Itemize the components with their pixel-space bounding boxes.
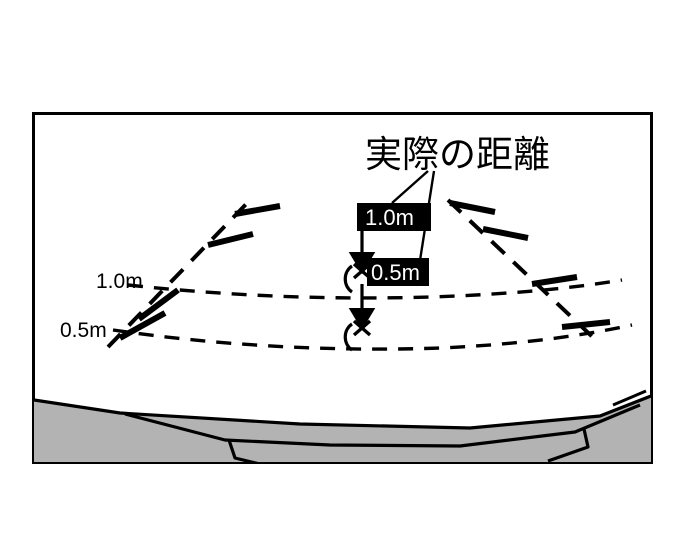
leader-line-to-1-0m xyxy=(391,170,429,204)
scale-label-0-5m: 0.5m xyxy=(60,319,107,342)
tick-left-mid xyxy=(207,231,254,248)
guideline-1-0m xyxy=(127,278,623,300)
ground-crack-left xyxy=(227,439,259,462)
badge-1-0m: 1.0m xyxy=(357,203,431,231)
ground-lower-edge xyxy=(124,403,641,448)
badge-1-0m-background xyxy=(357,203,431,231)
tick-right-upper xyxy=(449,200,496,215)
scale-label-1-0m: 1.0m xyxy=(96,270,143,293)
guideline-left-diagonal xyxy=(106,195,255,349)
guideline-0-5m xyxy=(112,323,633,351)
ground-fill xyxy=(34,396,651,462)
ground-crack-right xyxy=(547,428,590,462)
page-title: 実際の距離 xyxy=(365,133,550,176)
badge-0-5m-background xyxy=(367,258,429,286)
tick-right-mid xyxy=(482,226,529,241)
marker-lower xyxy=(352,319,372,337)
guideline-right-diagonal xyxy=(446,198,602,346)
tick-left-1-0m xyxy=(137,287,180,322)
badge-0-5m: 0.5m xyxy=(367,258,429,286)
badge-1-0m-label: 1.0m xyxy=(365,205,414,230)
tick-left-upper xyxy=(234,203,281,217)
tick-left-0-5m xyxy=(118,310,167,341)
ground-horizon-line xyxy=(34,394,651,430)
ground-slope-right xyxy=(612,389,647,407)
tick-right-1-0m xyxy=(531,274,578,287)
badge-0-5m-label: 0.5m xyxy=(371,260,420,285)
tick-right-0-5m xyxy=(561,319,611,330)
